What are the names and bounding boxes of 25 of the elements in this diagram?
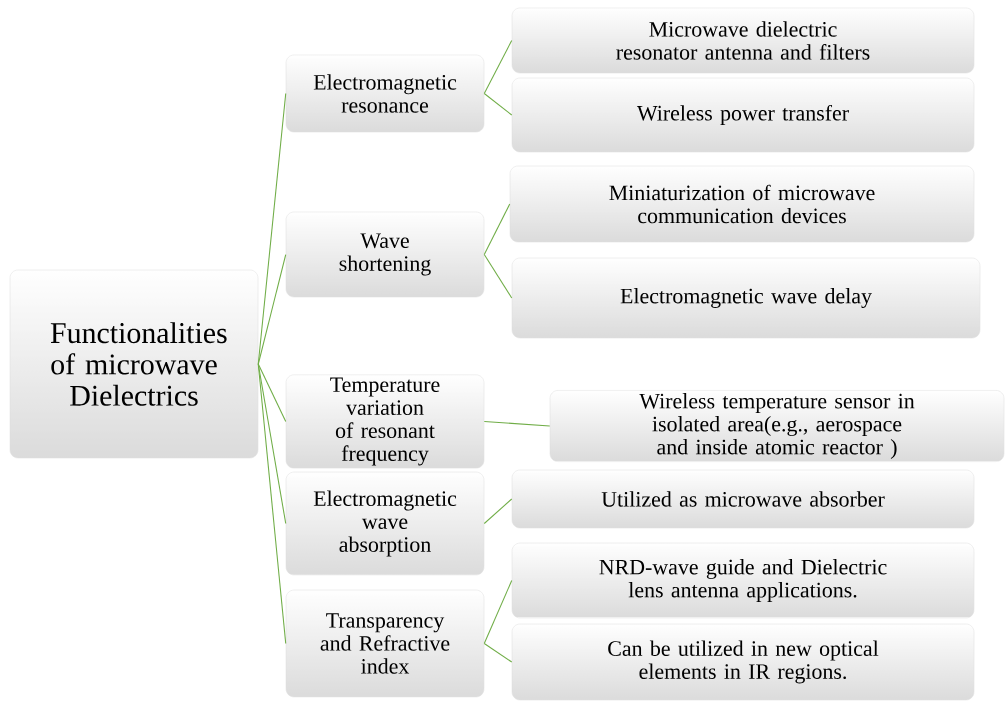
application-box: Miniaturization of microwave communication devices: [509, 165, 975, 243]
connector-line: [483, 203, 511, 256]
connector-line: [483, 579, 513, 645]
connector-line: [483, 39, 513, 95]
connector-line: [483, 642, 513, 663]
root-box: Functionalities of microwave Dielectrics: [9, 269, 259, 459]
application-box: Can be utilized in new optical elements in IR regions.: [511, 623, 975, 701]
application-box: Wireless temperature sensor in isolated area(e.g., aerospace and inside atomic reactor ): [549, 390, 1005, 462]
application-box: Electromagnetic wave delay: [511, 257, 981, 339]
connector-line: [483, 92, 513, 116]
category-box: Electromagnetic resonance: [285, 54, 485, 133]
category-box: Electromagnetic wave absorption: [285, 471, 485, 576]
application-box: Utilized as microwave absorber: [511, 469, 975, 529]
category-box: Wave shortening: [285, 211, 485, 298]
connector-line: [257, 363, 287, 645]
connector-line: [483, 498, 513, 525]
connector-line: [483, 253, 513, 299]
category-box: Temperature variation of resonant frequency: [285, 374, 485, 469]
category-box: Transparency and Refractive index: [285, 589, 485, 698]
application-box: Wireless power transfer: [511, 77, 975, 153]
application-box: NRD-wave guide and Dielectric lens antenna applications.: [511, 542, 975, 619]
connector-line: [483, 420, 551, 427]
connector-line: [257, 363, 287, 423]
application-box: Microwave dielectric resonator antenna and filters: [511, 7, 975, 74]
connector-line: [257, 253, 287, 365]
